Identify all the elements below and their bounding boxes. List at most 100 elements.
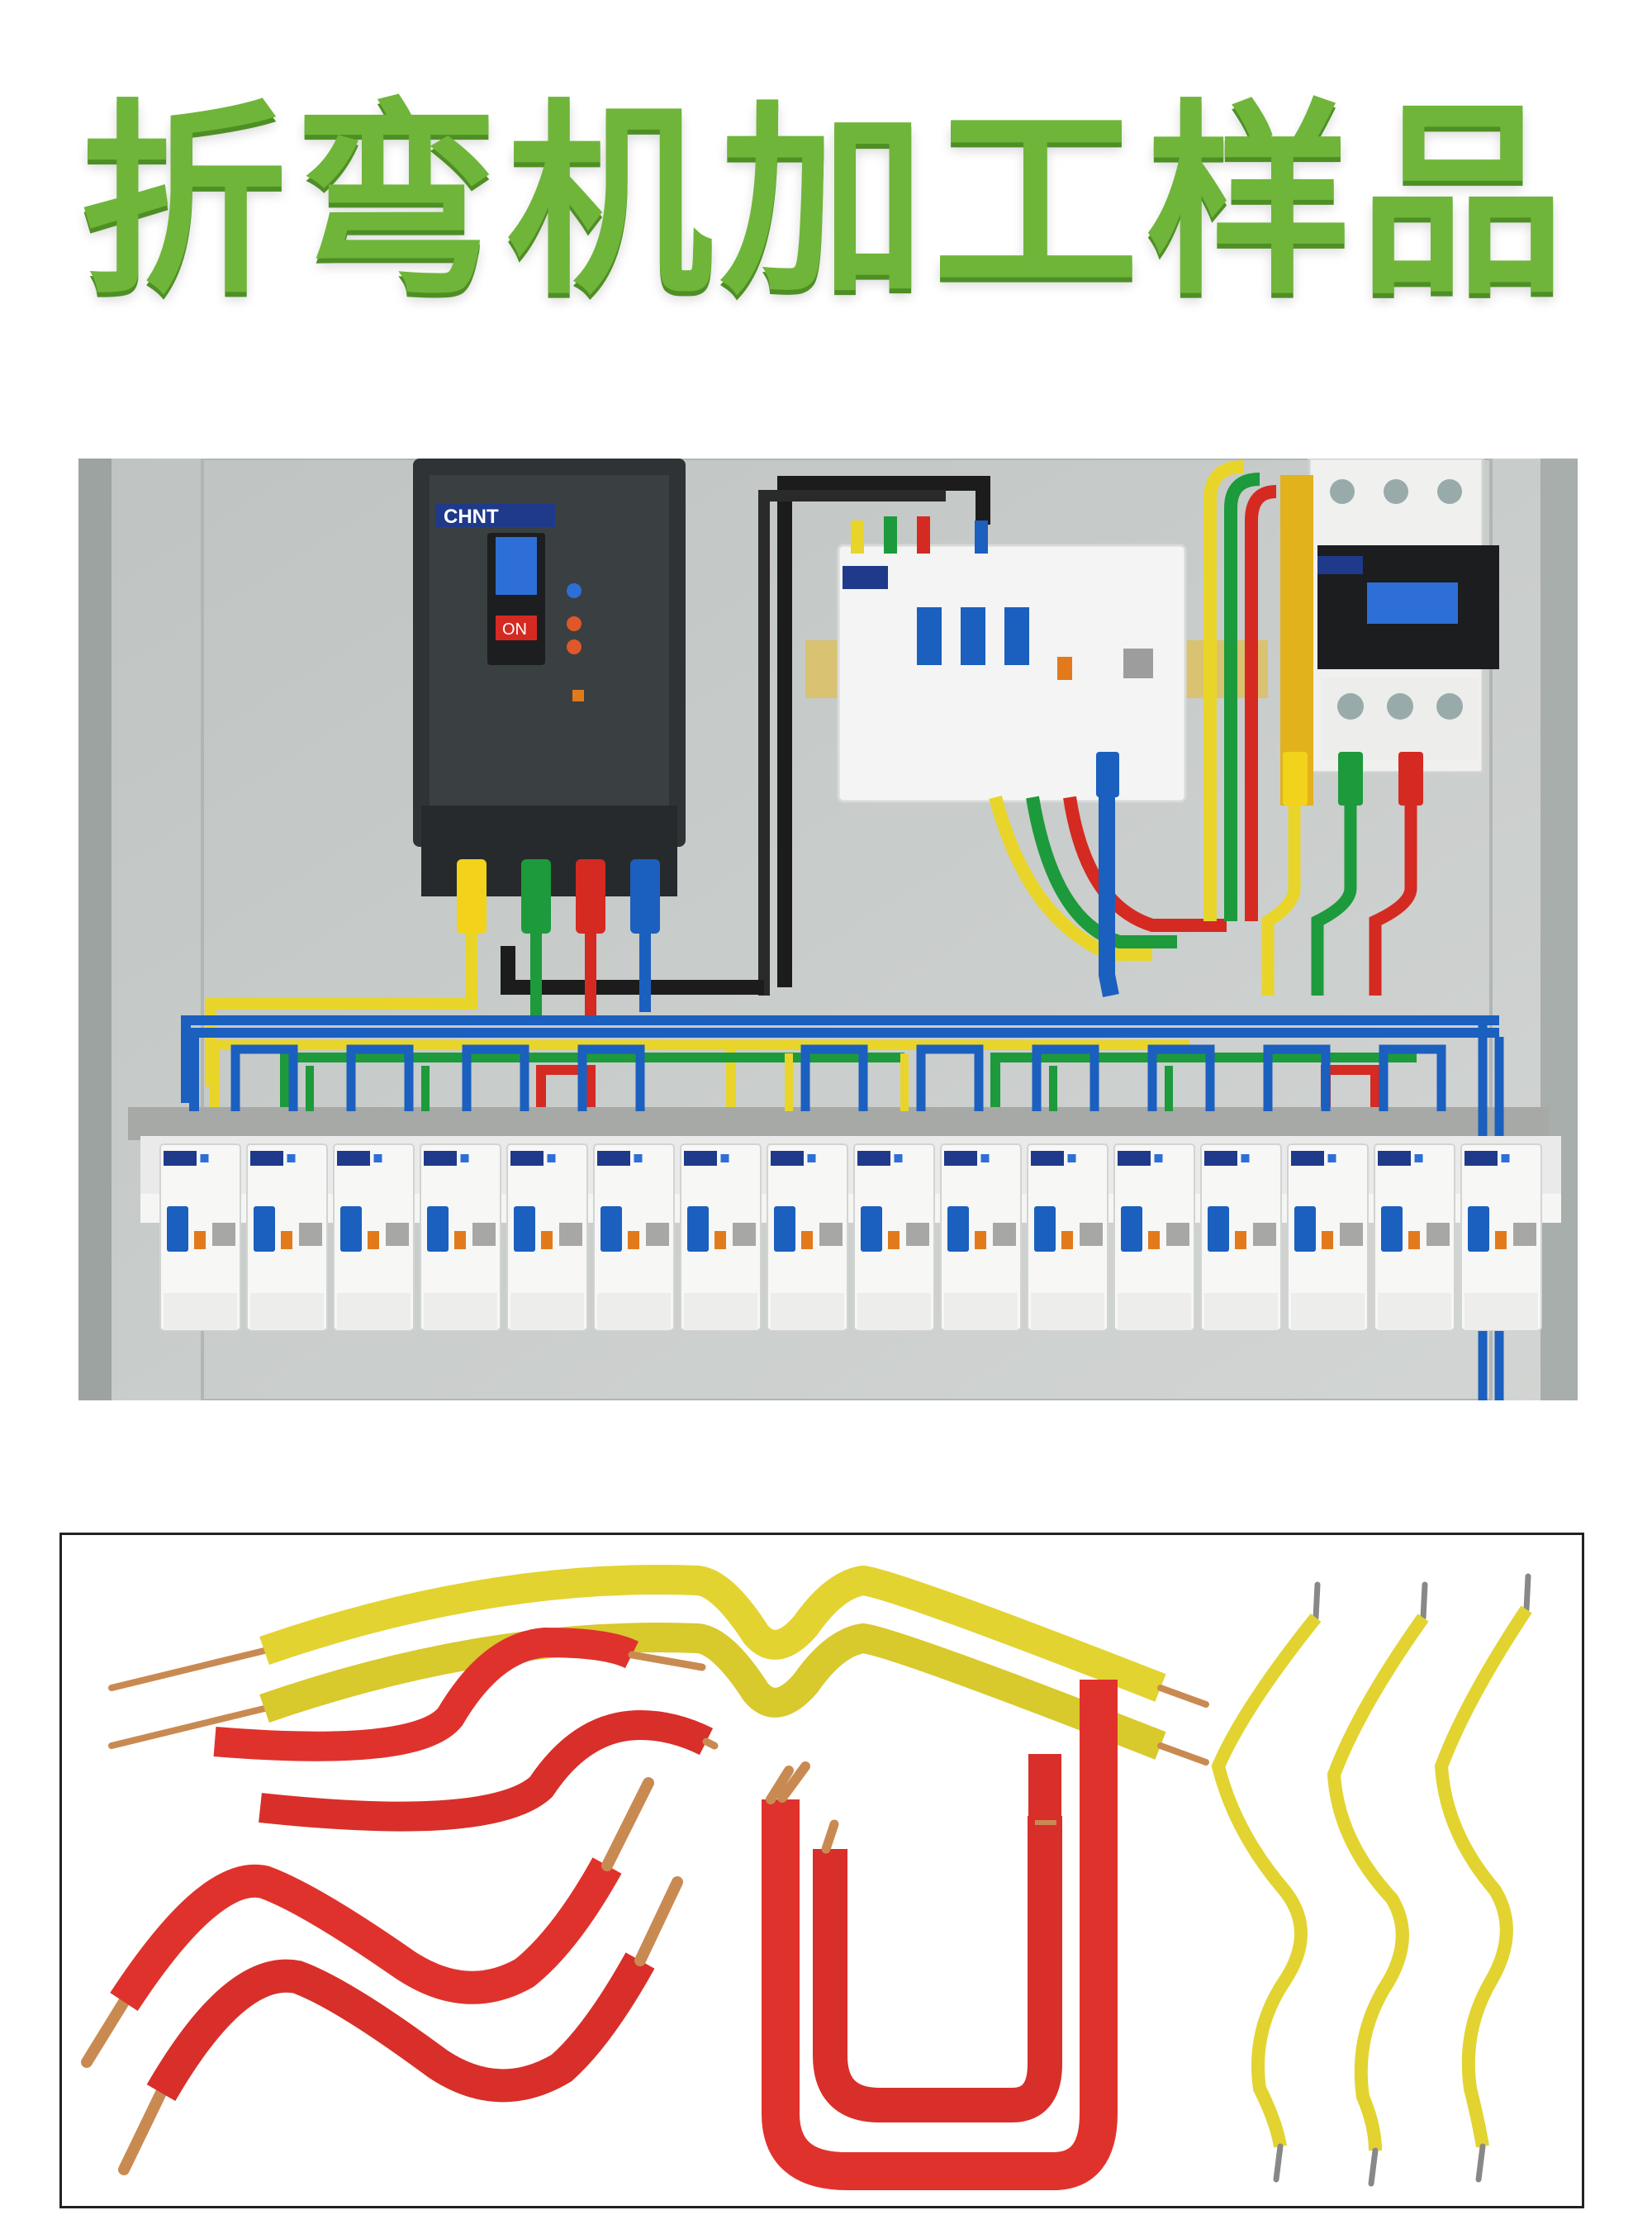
- branch-breaker-handle: [687, 1206, 709, 1252]
- yellow-jumpers: [785, 1053, 909, 1111]
- branch-breaker-test-button: [975, 1231, 986, 1249]
- branch-breaker-brand-plate: [164, 1151, 197, 1166]
- plate-outline: [201, 459, 1493, 1400]
- branch-breaker-terminal: [424, 1293, 497, 1330]
- branch-breaker-handle: [1121, 1206, 1142, 1252]
- branch-breaker-terminal: [1378, 1293, 1451, 1330]
- branch-breakers: [159, 1143, 1542, 1331]
- branch-breaker-indicator: [373, 1154, 382, 1162]
- branch-breaker-test-button: [194, 1231, 206, 1249]
- branch-breaker-indicator: [807, 1154, 816, 1162]
- contactor: [1308, 459, 1499, 774]
- branch-breaker-handle: [1208, 1206, 1229, 1252]
- contactor-side-bar: [1280, 475, 1313, 806]
- branch-breaker-test-button: [1235, 1231, 1246, 1249]
- branch-breaker-handle: [1294, 1206, 1316, 1252]
- branch-breaker-indicator: [547, 1154, 556, 1162]
- branch-breaker-brand-plate: [597, 1151, 630, 1166]
- branch-breaker-test-button: [1061, 1231, 1073, 1249]
- branch-breaker-qr: [212, 1223, 235, 1246]
- branch-breaker-indicator: [894, 1154, 903, 1162]
- branch-breaker-brand-plate: [771, 1151, 804, 1166]
- branch-breaker-terminal: [1291, 1293, 1365, 1330]
- branch-breaker-test-button: [1322, 1231, 1333, 1249]
- branch-breaker-test-button: [1408, 1231, 1420, 1249]
- branch-breaker-test-button: [801, 1231, 813, 1249]
- branch-breaker-handle: [1381, 1206, 1403, 1252]
- branch-breaker-brand-plate: [857, 1151, 890, 1166]
- branch-breaker-handle: [861, 1206, 882, 1252]
- branch-breaker-handle: [254, 1206, 275, 1252]
- branch-breaker-terminal: [1464, 1293, 1538, 1330]
- branch-breaker-test-button: [541, 1231, 553, 1249]
- branch-breaker-indicator: [1241, 1154, 1250, 1162]
- branch-breaker-handle: [1034, 1206, 1056, 1252]
- branch-breaker-qr: [1080, 1223, 1103, 1246]
- branch-breaker-test-button: [368, 1231, 379, 1249]
- din-rail-bottom: [128, 1107, 1549, 1140]
- branch-breaker-test-button: [1148, 1231, 1160, 1249]
- branch-breaker-qr: [906, 1223, 929, 1246]
- contactor-out-red: [1369, 806, 1417, 996]
- branch-breaker-indicator: [980, 1154, 990, 1162]
- branch-breaker-indicator: [1154, 1154, 1163, 1162]
- green-jumpers: [306, 1066, 1173, 1111]
- page-title: 折弯机加工样品: [80, 82, 1572, 322]
- branch-breaker-handle: [427, 1206, 449, 1252]
- red-bent-wire-2: [118, 1876, 683, 2175]
- branch-breaker-brand-plate: [1291, 1151, 1324, 1166]
- branch-breaker-qr: [1253, 1223, 1276, 1246]
- branch-breaker-qr: [472, 1223, 496, 1246]
- branch-breaker-terminal: [857, 1293, 931, 1330]
- red-u-wire-inner: [813, 1754, 1062, 2122]
- branch-breaker-brand-plate: [684, 1151, 717, 1166]
- branch-breaker-test-button: [888, 1231, 900, 1249]
- branch-breaker-terminal: [1204, 1293, 1278, 1330]
- contactor-out-green: [1311, 806, 1357, 996]
- feed-green: [1224, 473, 1260, 921]
- cabinet-illustration: CHNT ON: [78, 459, 1578, 1400]
- branch-breaker-test-button: [628, 1231, 639, 1249]
- branch-breaker-qr: [819, 1223, 843, 1246]
- rcd-in-yellow: [851, 520, 864, 554]
- bus-wires: [181, 1015, 1499, 1111]
- branch-breaker-qr: [1340, 1223, 1363, 1246]
- branch-breaker-qr: [1166, 1223, 1189, 1246]
- branch-breaker-qr: [559, 1223, 582, 1246]
- branch-breaker-brand-plate: [944, 1151, 977, 1166]
- branch-breaker-qr: [993, 1223, 1016, 1246]
- red-u-wire-outer: [762, 1680, 1118, 2190]
- branch-breaker-indicator: [1501, 1154, 1510, 1162]
- branch-breaker-handle: [167, 1206, 188, 1252]
- branch-breaker-brand-plate: [1118, 1151, 1151, 1166]
- branch-breaker-terminal: [684, 1293, 757, 1330]
- cabinet-photo: CHNT ON: [78, 459, 1578, 1400]
- branch-breaker-brand-plate: [1464, 1151, 1498, 1166]
- feed-yellow: [1203, 460, 1244, 921]
- branch-breaker-indicator: [1067, 1154, 1076, 1162]
- black-wire-2: [758, 490, 946, 996]
- branch-breaker-terminal: [164, 1293, 237, 1330]
- branch-breaker-handle: [947, 1206, 969, 1252]
- cabinet-left-edge: [78, 459, 112, 1400]
- breaker-handle: [496, 537, 537, 595]
- branch-breaker-handle: [340, 1206, 362, 1252]
- main-breaker: CHNT ON: [413, 459, 686, 896]
- branch-breaker-qr: [733, 1223, 756, 1246]
- branch-breaker-brand-plate: [424, 1151, 457, 1166]
- branch-breaker-terminal: [771, 1293, 844, 1330]
- branch-breaker-brand-plate: [250, 1151, 283, 1166]
- branch-breaker-qr: [646, 1223, 669, 1246]
- branch-breaker-handle: [514, 1206, 535, 1252]
- branch-breaker-test-button: [454, 1231, 466, 1249]
- rcd-in-green: [884, 516, 897, 554]
- rcd-in-blue: [975, 520, 988, 554]
- main-breaker-brand: CHNT: [444, 506, 499, 528]
- branch-breaker-terminal: [510, 1293, 584, 1330]
- branch-breaker-qr: [386, 1223, 409, 1246]
- branch-breaker-indicator: [634, 1154, 643, 1162]
- branch-breaker-qr: [299, 1223, 322, 1246]
- branch-breaker-brand-plate: [337, 1151, 370, 1166]
- branch-breaker-terminal: [597, 1293, 671, 1330]
- branch-breaker-terminal: [250, 1293, 324, 1330]
